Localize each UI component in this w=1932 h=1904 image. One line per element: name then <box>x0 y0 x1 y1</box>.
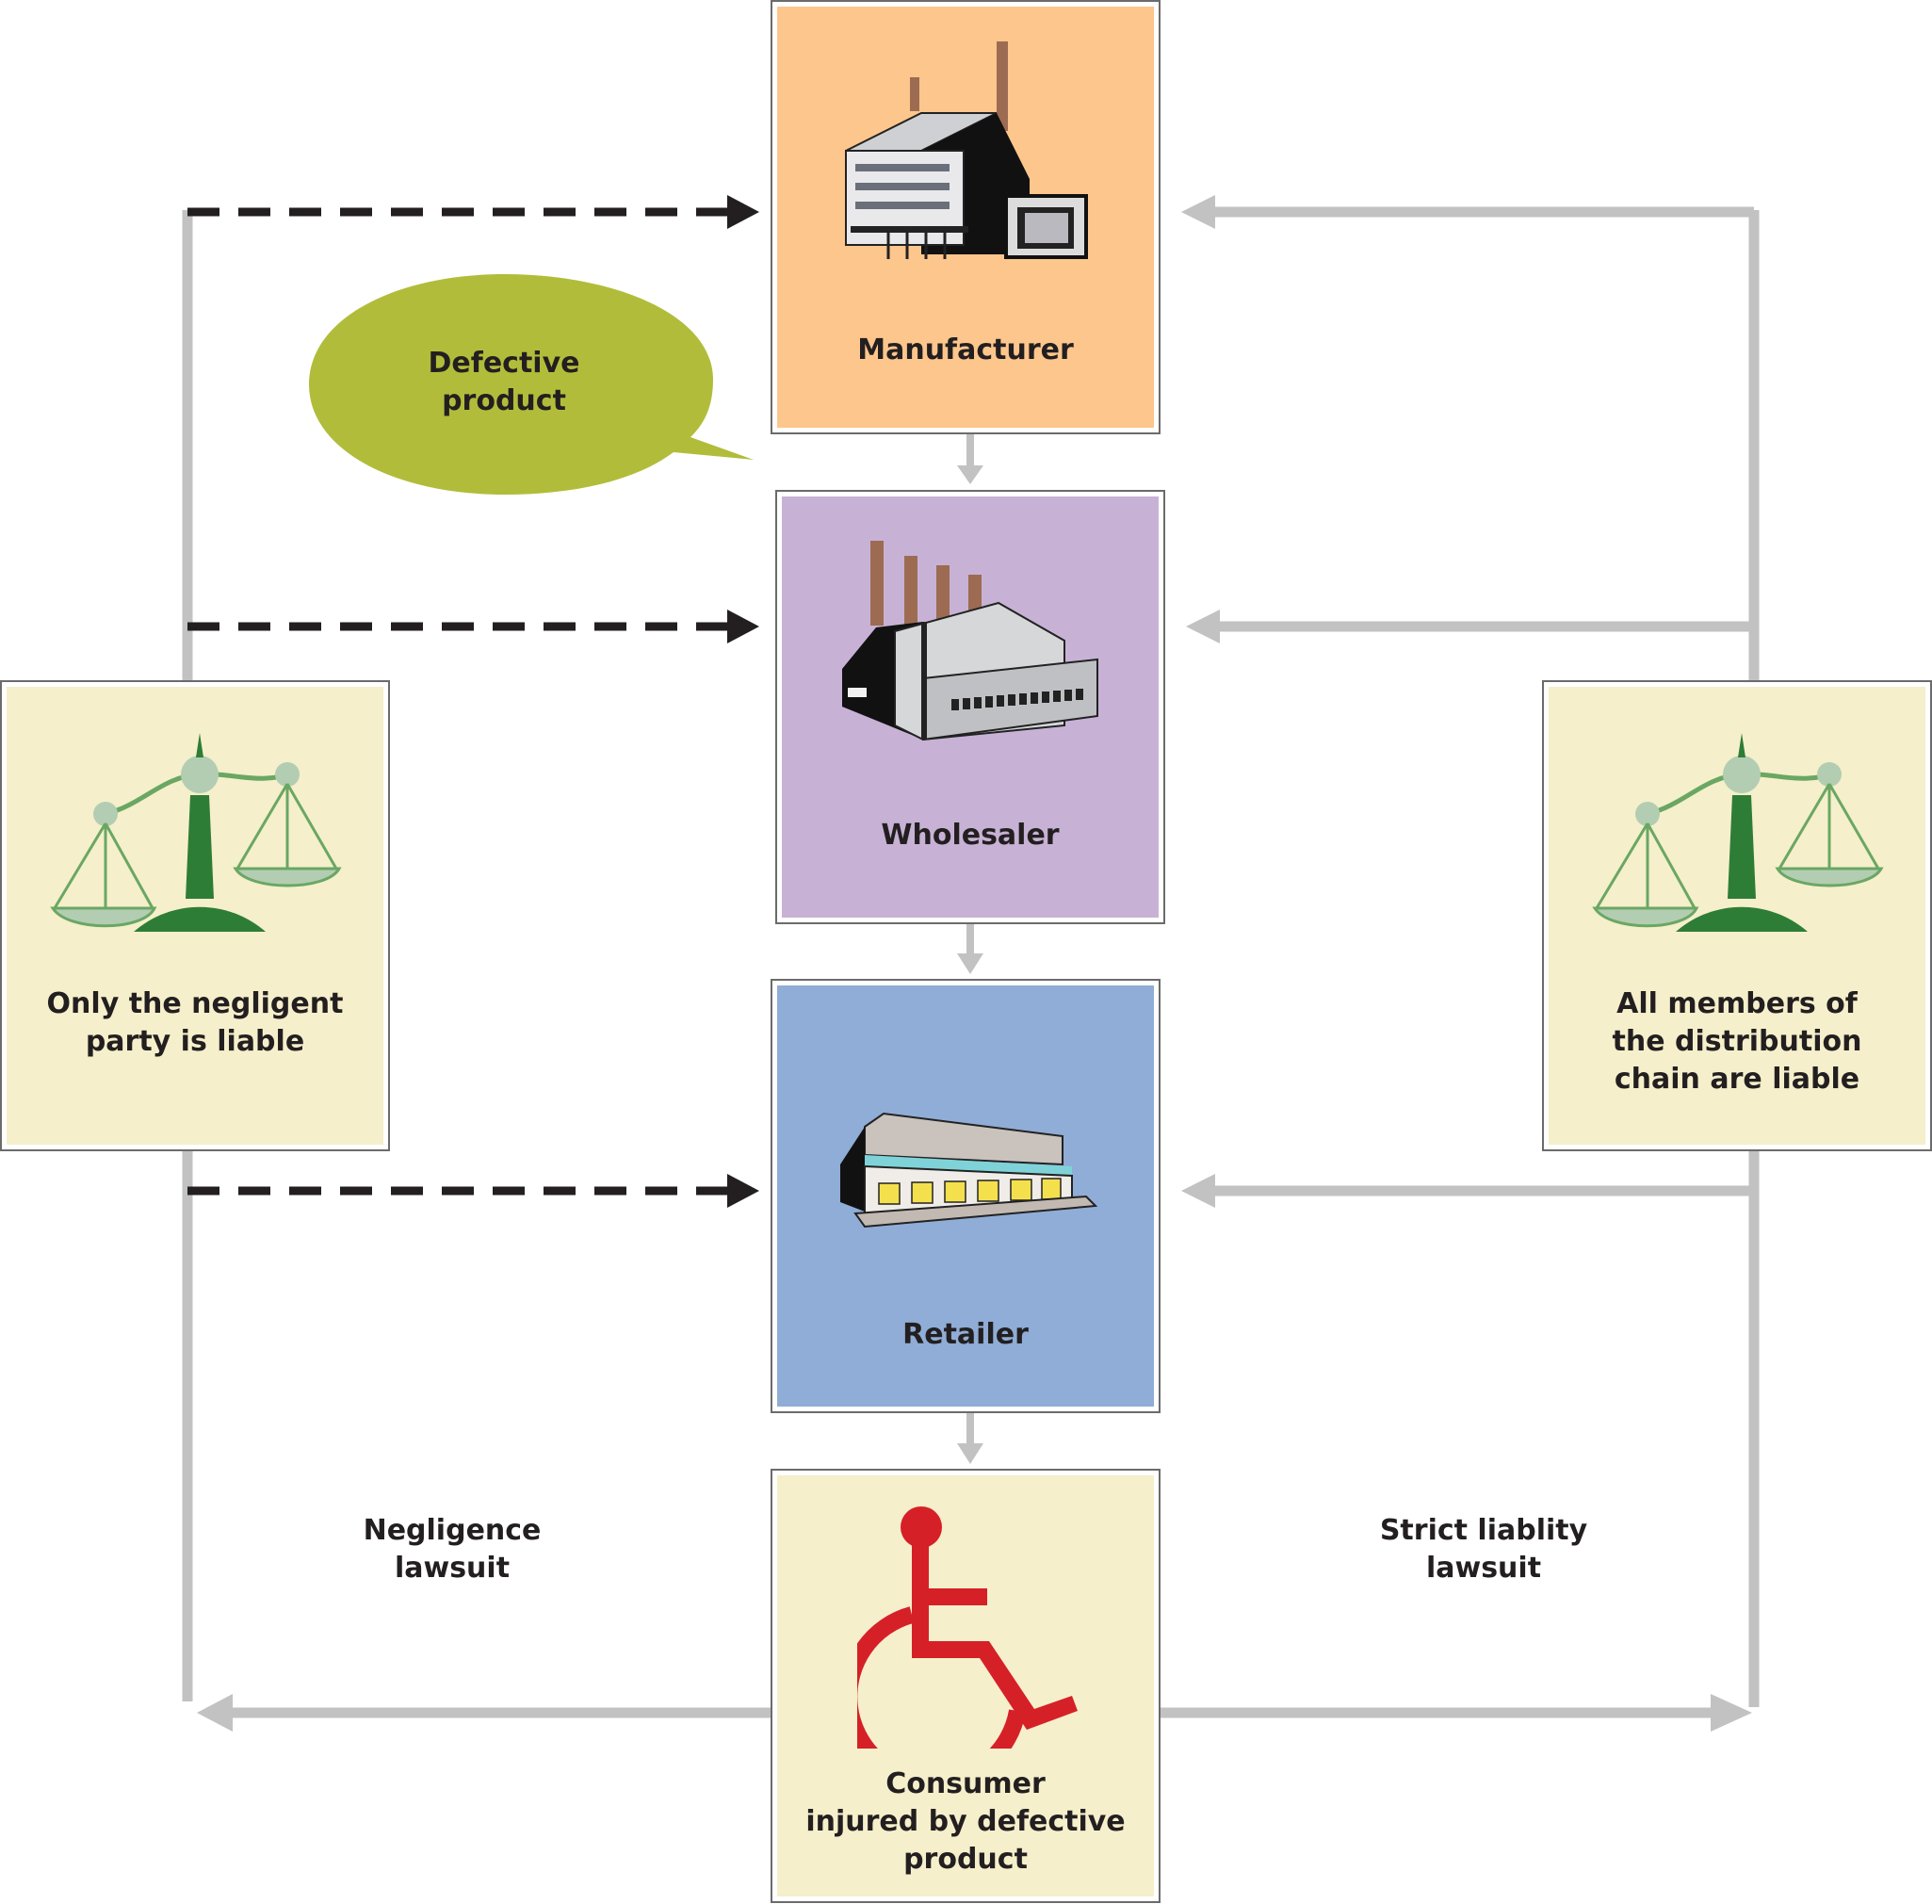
wholesaler-label: Wholesaler <box>881 819 1060 852</box>
flow-arrow-wholesaler-retailer <box>957 919 983 974</box>
retailer-label: Retailer <box>902 1318 1029 1351</box>
defective-product-label: Defective product <box>428 347 580 417</box>
strict-arrow-to-wholesaler <box>1186 610 1754 643</box>
negligence-dashed-arrow-wholesaler <box>187 610 759 643</box>
factory-smokestacks-icon <box>842 541 1098 741</box>
strict-liability-panel: All members of the distribution chain ar… <box>1542 680 1932 1151</box>
strict-liability-panel-label: All members of the distribution chain ar… <box>1612 987 1862 1096</box>
wholesaler-box: Wholesaler <box>775 490 1165 924</box>
defective-product-callout <box>309 274 754 495</box>
scales-of-justice-icon <box>50 733 342 932</box>
manufacturer-label: Manufacturer <box>857 334 1074 366</box>
negligence-panel-label: Only the negligent party is liable <box>46 987 344 1058</box>
negligence-dashed-arrow-manufacturer <box>187 195 759 229</box>
strict-arrow-to-manufacturer <box>1181 195 1754 229</box>
negligence-liability-panel: Only the negligent party is liable <box>0 680 390 1151</box>
store-building-icon <box>840 1112 1098 1229</box>
retailer-box: Retailer <box>771 979 1161 1413</box>
negligence-lawsuit-label: Negligence lawsuit <box>363 1514 542 1585</box>
consumer-box: Consumer injured by defective product <box>771 1469 1161 1903</box>
manufacturer-box: Manufacturer <box>771 0 1161 434</box>
scales-of-justice-icon <box>1592 733 1884 932</box>
strict-arrow-to-retailer <box>1181 1174 1754 1208</box>
flow-arrow-retailer-consumer <box>957 1408 983 1464</box>
flow-arrow-manufacturer-wholesaler <box>957 430 983 484</box>
consumer-label: Consumer injured by defective product <box>805 1767 1126 1876</box>
factory-icon <box>845 41 1088 259</box>
strict-liability-lawsuit-arrow <box>1157 1694 1752 1732</box>
wheelchair-icon <box>857 1506 1078 1749</box>
negligence-dashed-arrow-retailer <box>187 1174 759 1208</box>
negligence-lawsuit-arrow <box>197 1694 776 1732</box>
strict-liability-lawsuit-label: Strict liablity lawsuit <box>1379 1514 1588 1585</box>
